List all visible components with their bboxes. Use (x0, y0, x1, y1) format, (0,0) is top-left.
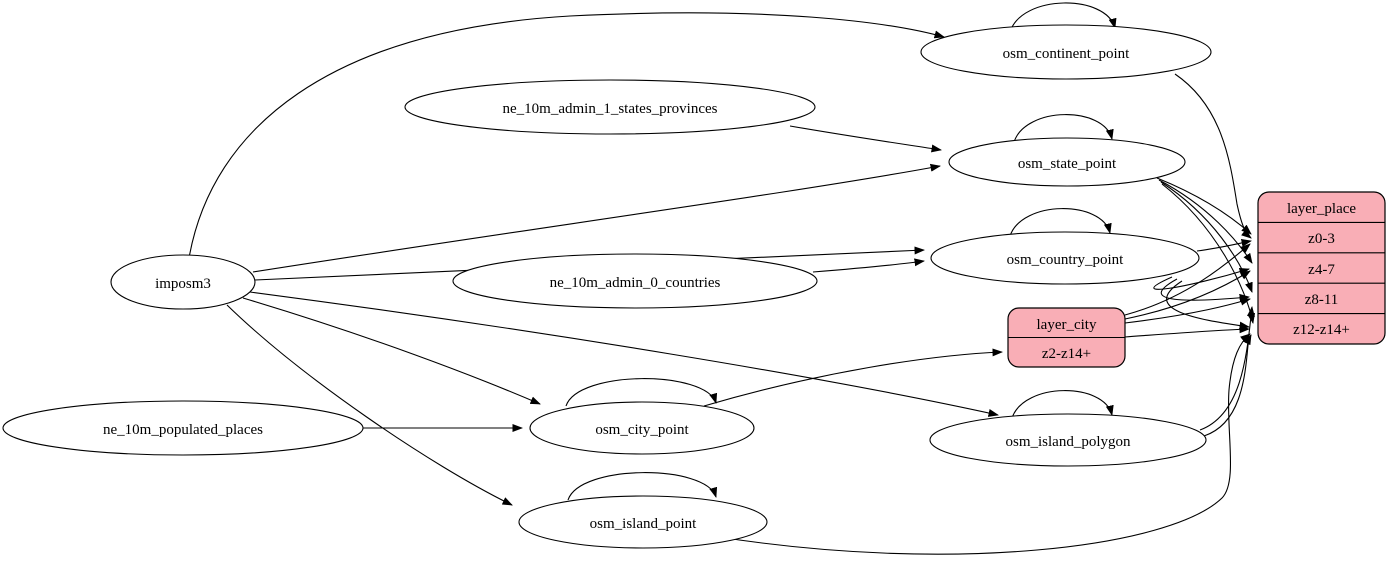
ne_10m_admin_0_countries-label: ne_10m_admin_0_countries (550, 275, 721, 291)
edge-osm_state_point-layer_place-z4-7 (1158, 179, 1253, 264)
edge-osm_country_point-layer_place-z12-z14 (1166, 280, 1250, 330)
edge-layer_city-layer_place-z12-z14 (1124, 325, 1250, 338)
osm_country_point-label: osm_country_point (1007, 252, 1124, 268)
node-ne_10m_admin_1_states_provinces: ne_10m_admin_1_states_provinces (404, 79, 816, 135)
edge-imposm3-osm_island_polygon (249, 291, 999, 417)
edge-osm_country_point-layer_place-z8-11 (1160, 278, 1250, 302)
edge-osm_continent_point-layer_place-z0-3 (1174, 73, 1252, 239)
edge-self-osm_country_point (1009, 208, 1112, 237)
osm_state_point-label: osm_state_point (1018, 156, 1117, 172)
edge-ne_10m_admin_0_countries-osm_country_point (812, 258, 925, 273)
edge-layer_city-layer_place-z0-3 (1124, 243, 1251, 316)
imposm3-shape (110, 254, 256, 310)
osm_country_point-shape (930, 231, 1200, 285)
osm_island_polygon-label: osm_island_polygon (1005, 434, 1131, 450)
node-ne_10m_populated_places: ne_10m_populated_places (2, 400, 364, 456)
edge-osm_island_point-layer_place-z12-z14 (712, 333, 1251, 555)
node-osm_continent_point: osm_continent_point (920, 24, 1212, 80)
node-ne_10m_admin_0_countries: ne_10m_admin_0_countries (452, 253, 818, 309)
node-layer_place: layer_place z0-3 z4-7 z8-11 z12-z14+ (1257, 191, 1386, 345)
imposm3-label: imposm3 (155, 276, 211, 292)
edge-imposm3-osm_city_point (242, 297, 541, 405)
osm_continent_point-label: osm_continent_point (1003, 46, 1130, 62)
edge-osm_city_point-layer_city-z2-z14 (703, 348, 1003, 407)
edge-osm_island_polygon-layer_place-z8-11 (1199, 306, 1255, 431)
ne_10m_admin_0_countries-shape (452, 253, 818, 309)
node-osm_island_point: osm_island_point (518, 495, 768, 549)
node-osm_country_point: osm_country_point (930, 231, 1200, 285)
node-osm_island_polygon: osm_island_polygon (929, 413, 1207, 467)
osm_city_point-label: osm_city_point (595, 422, 689, 438)
ne_10m_populated_places-label: ne_10m_populated_places (103, 422, 263, 438)
osm_island_polygon-shape (929, 413, 1207, 467)
layer_city-row-z2-z14: z2-z14+ (1042, 346, 1091, 362)
osm_island_point-label: osm_island_point (590, 516, 698, 532)
edge-osm_state_point-layer_place-z0-3 (1156, 177, 1252, 235)
ne_10m_populated_places-shape (2, 400, 364, 456)
layer_place-title: layer_place (1287, 201, 1356, 217)
node-layer_city: layer_city z2-z14+ (1007, 307, 1126, 368)
osm_continent_point-shape (920, 24, 1212, 80)
node-imposm3: imposm3 (110, 254, 256, 310)
osm_city_point-shape (529, 401, 755, 455)
edge-self-osm_island_polygon (1011, 390, 1114, 419)
edge-self-osm_state_point (1013, 114, 1114, 143)
osm_state_point-shape (948, 137, 1186, 187)
layer_place-row-z0-3: z0-3 (1308, 231, 1335, 247)
edge-osm_country_point-layer_place-z4-7 (1153, 267, 1250, 290)
edge-imposm3-osm_island_point (226, 304, 513, 506)
edge-osm_state_point-layer_place-z8-11 (1160, 181, 1253, 293)
layer_place-shape (1257, 191, 1386, 345)
ne_10m_admin_1_states_provinces-label: ne_10m_admin_1_states_provinces (503, 101, 718, 117)
edge-self-osm_continent_point (1009, 2, 1117, 33)
ne_10m_admin_1_states_provinces-shape (404, 79, 816, 135)
edge-imposm3-osm_state_point (252, 163, 941, 273)
edges (188, 2, 1256, 555)
osm_island_point-shape (518, 495, 768, 549)
node-osm_state_point: osm_state_point (948, 137, 1186, 187)
layer_city-title: layer_city (1037, 317, 1097, 333)
layer_place-row-z12-z14: z12-z14+ (1293, 322, 1350, 338)
layer_place-row-z4-7: z4-7 (1308, 262, 1335, 278)
edge-self-osm_island_point (567, 472, 718, 501)
edge-ne_10m_admin_1_states_provinces-osm_state_point (789, 125, 942, 153)
layer_place-row-z8-11: z8-11 (1305, 292, 1339, 308)
node-osm_city_point: osm_city_point (529, 401, 755, 455)
edge-imposm3-osm_continent_point (188, 12, 945, 259)
edge-osm_island_polygon-layer_place-z12-z14 (1203, 334, 1252, 437)
edge-osm_country_point-layer_place-z0-3 (1196, 238, 1252, 252)
edge-layer_city-layer_place-z4-7 (1124, 270, 1251, 320)
edge-self-osm_city_point (565, 378, 718, 407)
edge-layer_city-layer_place-z8-11 (1124, 297, 1251, 324)
